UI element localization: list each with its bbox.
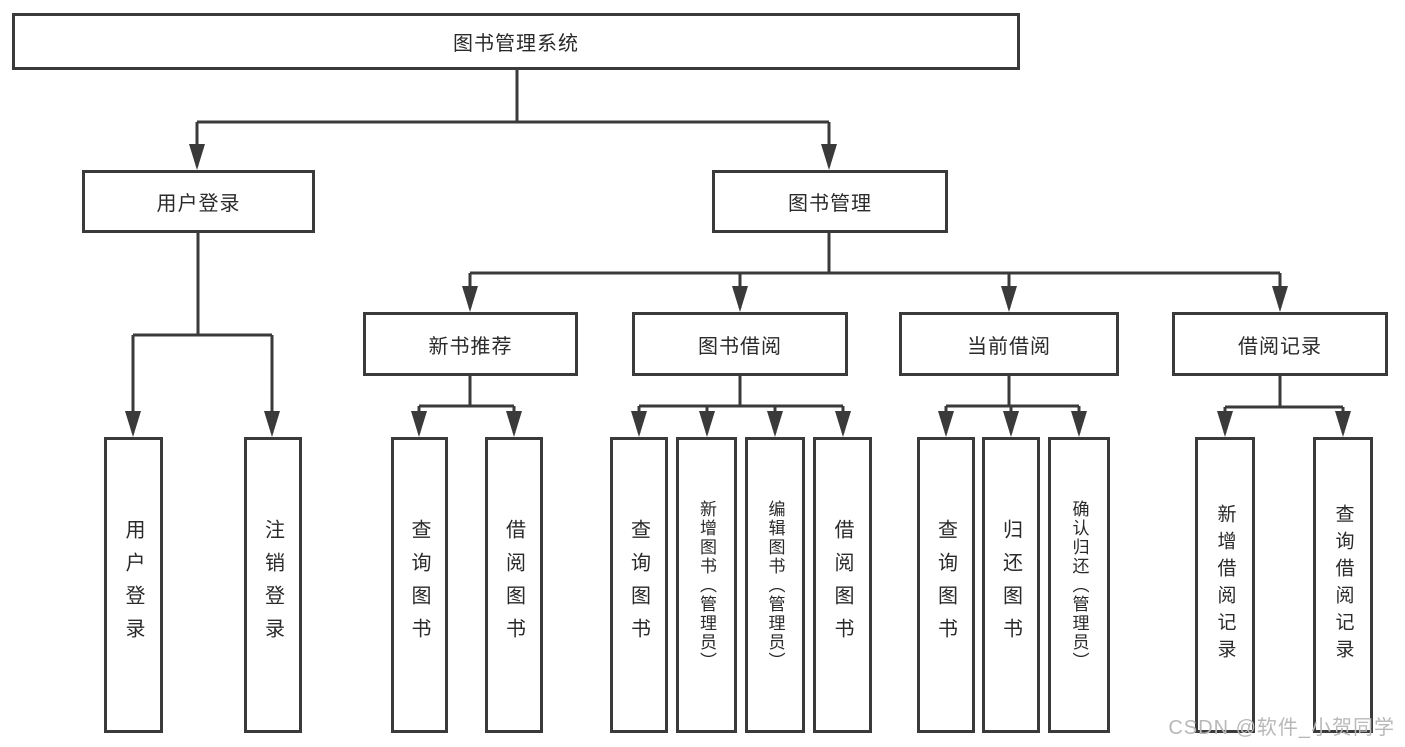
- node-book-borrow: 图书借阅: [632, 312, 848, 376]
- node-new-book-recommend: 新书推荐: [363, 312, 578, 376]
- node-borrow-records: 借阅记录: [1172, 312, 1388, 376]
- node-leaf-borrow-books-recommend: 借阅图书: [485, 437, 543, 733]
- node-leaf-confirm-return-admin: 确认归还（管理员）: [1048, 437, 1110, 733]
- node-leaf-borrow-books: 借阅图书: [813, 437, 872, 733]
- connector-bookmgmt-to-level3: [462, 233, 1288, 312]
- node-leaf-return-books: 归还图书: [982, 437, 1040, 733]
- node-leaf-add-borrow-record: 新增借阅记录: [1195, 437, 1255, 733]
- connector-records-to-children: [1217, 376, 1351, 437]
- node-root-system: 图书管理系统: [12, 13, 1020, 70]
- connector-newbooks-to-children: [411, 376, 522, 437]
- node-current-borrow: 当前借阅: [899, 312, 1119, 376]
- connector-root-to-level2: [189, 70, 837, 170]
- node-leaf-query-books-borrow: 查询图书: [610, 437, 668, 733]
- node-book-management-module: 图书管理: [712, 170, 948, 233]
- node-leaf-user-login: 用户登录: [104, 437, 163, 733]
- node-leaf-query-borrow-record: 查询借阅记录: [1313, 437, 1373, 733]
- connector-borrow-to-children: [631, 376, 851, 437]
- csdn-watermark: CSDN @软件_小贺同学: [1168, 717, 1395, 739]
- node-user-login-module: 用户登录: [82, 170, 315, 233]
- node-leaf-query-books-current: 查询图书: [917, 437, 975, 733]
- node-leaf-edit-books-admin: 编辑图书（管理员）: [745, 437, 805, 733]
- node-leaf-add-books-admin: 新增图书（管理员）: [676, 437, 737, 733]
- node-leaf-logout: 注销登录: [244, 437, 302, 733]
- connector-current-to-children: [938, 376, 1087, 437]
- connector-userlogin-to-children: [125, 233, 280, 437]
- node-leaf-query-books-recommend: 查询图书: [391, 437, 448, 733]
